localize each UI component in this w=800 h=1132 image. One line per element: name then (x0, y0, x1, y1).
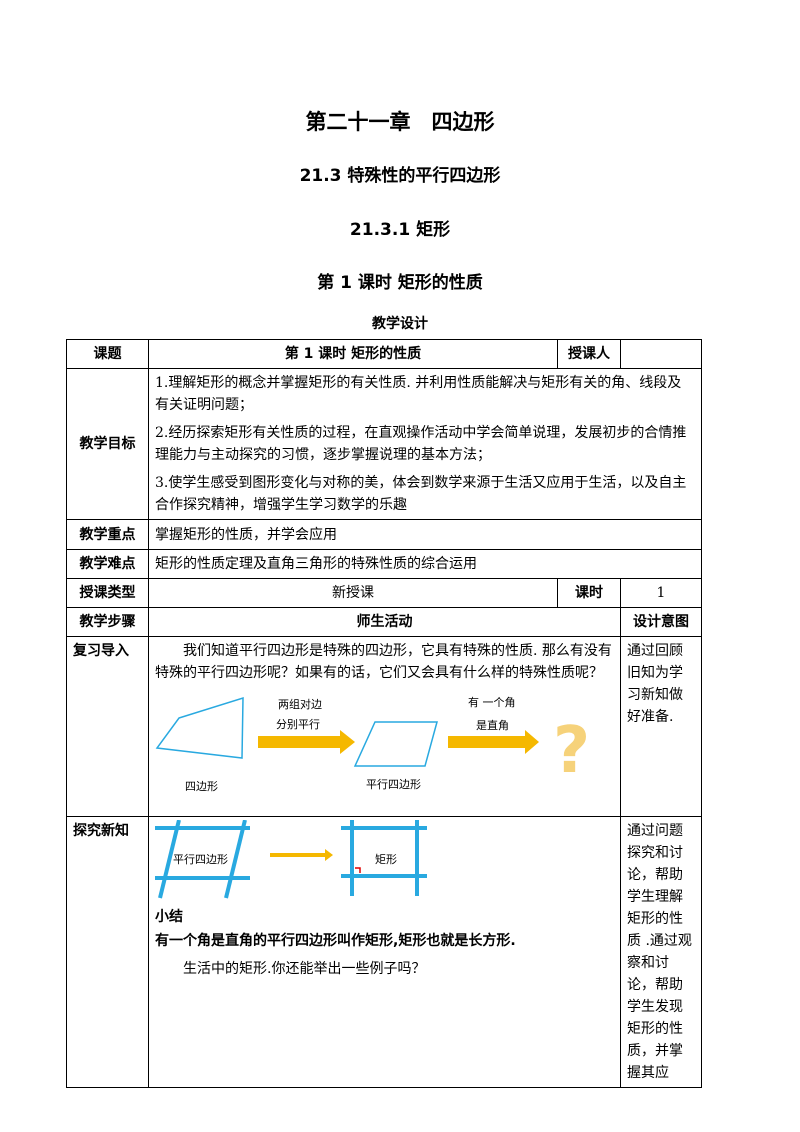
explore-cell: 平行四边形 矩形 小结 有一个角是直角的平行四边形叫作矩形,矩形也就是长方形. … (148, 816, 621, 1088)
focus-row: 教学重点 掌握矩形的性质，并学会应用 (66, 519, 702, 550)
quadrilateral-label: 四边形 (185, 780, 218, 793)
quadrilateral-shape (155, 696, 244, 759)
explore-note: 通过问题探究和讨论，帮助学生理解矩形的性质 .通过观察和讨论，帮助学生发现矩形的… (620, 816, 702, 1088)
activity-label: 师生活动 (148, 607, 621, 637)
lesson-plan-table: 课题 第 1 课时 矩形的性质 授课人 教学目标 1.理解矩形的概念并掌握矩形的… (66, 339, 702, 1088)
summary-title: 小结 (155, 909, 183, 925)
design-title: 教学设计 (372, 316, 428, 332)
goal-item: 2.经历探索矩形有关性质的过程，在直观操作活动中学会简单说理，发展初步的合情推理… (155, 425, 687, 463)
right-angle-icon (355, 867, 361, 873)
chapter-title: 第二十一章 四边形 (305, 110, 495, 134)
arrow1-label-bottom: 分别平行 (276, 718, 320, 731)
goals-label: 教学目标 (66, 368, 149, 520)
explore-label: 探究新知 (66, 816, 149, 1088)
hours-value: 1 (620, 578, 702, 608)
arrow1-label-top: 两组对边 (278, 697, 322, 711)
topic-value: 第 1 课时 矩形的性质 (148, 339, 558, 369)
goal-item: 3.使学生感受到图形变化与对称的美，体会到数学来源于生活又应用于生活，以及自主合… (155, 475, 687, 513)
review-label: 复习导入 (66, 636, 149, 817)
review-note: 通过回顾旧知为学习新知做好准备. (620, 636, 702, 817)
review-text: 我们知道平行四边形是特殊的四边形，它具有特殊的性质. 那么有没有特殊的平行四边形… (155, 643, 612, 681)
parallelogram-label: 平行四边形 (366, 778, 421, 791)
type-label: 授课类型 (66, 578, 149, 608)
arrow2-label-bottom: 是直角 (476, 718, 509, 732)
topic-row: 课题 第 1 课时 矩形的性质 授课人 (66, 339, 702, 369)
review-row: 复习导入 我们知道平行四边形是特殊的四边形，它具有特殊的性质. 那么有没有特殊的… (66, 636, 702, 817)
steps-label: 教学步骤 (66, 607, 149, 637)
teacher-value (620, 339, 702, 369)
explore-row: 探究新知 平行四边形 矩形 小结 有一个角是直角的平行四边形叫作矩形,矩形也就是… (66, 816, 702, 1088)
teacher-label: 授课人 (557, 339, 621, 369)
topic-label: 课题 (66, 339, 149, 369)
goal-item: 1.理解矩形的概念并掌握矩形的有关性质. 并利用性质能解决与矩形有关的角、线段及… (155, 375, 682, 413)
steps-header-row: 教学步骤 师生活动 设计意图 (66, 607, 702, 637)
figure2-rectangle-label: 矩形 (375, 853, 397, 866)
arrow2-label-top: 有 一个角 (468, 695, 516, 709)
subsection-title: 21.3.1 矩形 (349, 220, 451, 240)
goals-row: 教学目标 1.理解矩形的概念并掌握矩形的有关性质. 并利用性质能解决与矩形有关的… (66, 368, 702, 520)
difficulty-label: 教学难点 (66, 549, 149, 579)
quadrilateral-flow-figure: 四边形 两组对边 分别平行 平行四边形 有 一个角 是直角 ? (155, 695, 590, 793)
review-cell: 我们知道平行四边形是特殊的四边形，它具有特殊的性质. 那么有没有特殊的平行四边形… (148, 636, 621, 817)
focus-label: 教学重点 (66, 519, 149, 550)
lesson-title: 第 1 课时 矩形的性质 (317, 273, 483, 293)
figure2-parallelogram-label: 平行四边形 (173, 853, 228, 866)
type-value: 新授课 (148, 578, 558, 608)
life-question: 生活中的矩形.你还能举出一些例子吗？ (183, 961, 426, 977)
focus-value: 掌握矩形的性质，并学会应用 (148, 519, 702, 550)
parallelogram-edge (158, 820, 181, 899)
question-mark-icon: ? (553, 714, 590, 788)
parallelogram-to-rectangle-figure: 平行四边形 矩形 (155, 820, 427, 899)
difficulty-row: 教学难点 矩形的性质定理及直角三角形的特殊性质的综合运用 (66, 549, 702, 579)
summary-text: 有一个角是直角的平行四边形叫作矩形,矩形也就是长方形. (155, 933, 516, 949)
parallelogram-edge (224, 820, 247, 899)
hours-label: 课时 (557, 578, 621, 608)
difficulty-value: 矩形的性质定理及直角三角形的特殊性质的综合运用 (148, 549, 702, 579)
intent-label: 设计意图 (620, 607, 702, 637)
goals-cell: 1.理解矩形的概念并掌握矩形的有关性质. 并利用性质能解决与矩形有关的角、线段及… (148, 368, 702, 520)
parallelogram-shape (353, 721, 438, 767)
arrow-icon (258, 730, 355, 754)
type-row: 授课类型 新授课 课时 1 (66, 578, 702, 608)
arrow-icon (448, 730, 539, 754)
section-title: 21.3 特殊性的平行四边形 (299, 166, 501, 186)
arrow-icon (270, 849, 333, 861)
